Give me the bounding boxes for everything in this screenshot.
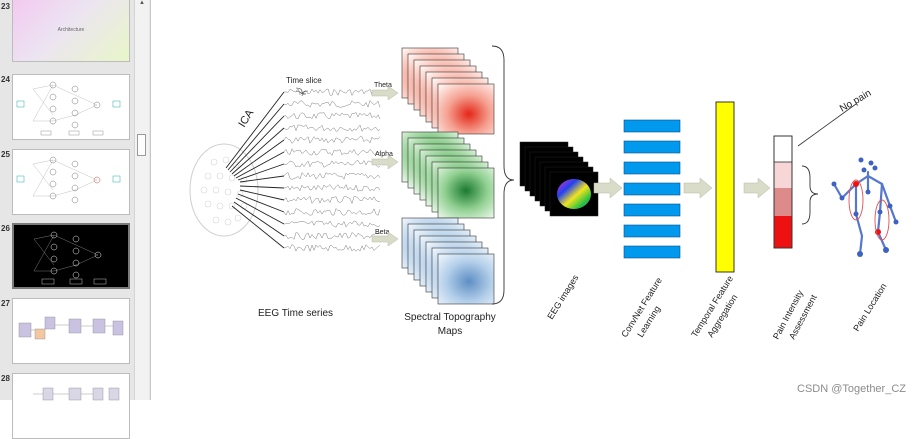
alpha-arrow-icon — [371, 154, 399, 170]
slide-canvas: ICA Time slice EEG Time series Theta Alp… — [174, 0, 916, 400]
slide-number: 23 — [1, 2, 10, 11]
intensity-brace — [801, 165, 819, 225]
slide-thumbnail[interactable] — [12, 298, 130, 364]
pain-intensity-scale — [773, 135, 793, 249]
slide-thumbnail[interactable] — [12, 373, 130, 439]
eeg-trace — [283, 172, 381, 180]
pipeline-thumbnail — [33, 387, 120, 401]
slide-number: 24 — [1, 75, 10, 84]
arrow-to-temporal-icon — [683, 177, 713, 199]
eeg-images-label: EEG images — [545, 272, 581, 321]
no-pain-pointer — [797, 103, 857, 147]
eeg-trace — [283, 220, 381, 228]
convnet-feature-bar — [623, 224, 681, 238]
eeg-images-stack — [519, 141, 599, 217]
topography-map — [437, 253, 495, 305]
eeg-trace — [283, 208, 381, 216]
time-slice-label: Time slice — [286, 76, 322, 85]
eeg-time-series-label: EEG Time series — [258, 308, 333, 319]
eeg-trace — [283, 232, 381, 240]
alpha-topography-stack — [401, 131, 495, 219]
eeg-image-blob — [557, 179, 591, 209]
pain-location-label: Pain Location — [851, 282, 888, 334]
slide-title: Architecture — [57, 27, 85, 33]
no-pain-label: No pain — [838, 88, 873, 115]
eeg-trace — [283, 112, 381, 120]
ica-label: ICA — [236, 107, 256, 129]
theta-arrow-icon — [371, 85, 399, 101]
topography-map — [437, 83, 495, 135]
eeg-trace — [283, 100, 381, 108]
maps-brace — [491, 45, 515, 305]
band-beta-label: Beta — [375, 229, 390, 236]
eeg-trace — [283, 148, 380, 156]
ica-fan-lines — [225, 91, 285, 249]
theta-topography-stack — [401, 47, 495, 135]
eeg-trace — [283, 160, 381, 168]
scroll-thumb[interactable] — [137, 134, 146, 156]
convnet-feature-bar — [623, 245, 681, 259]
convnet-feature-bar — [623, 182, 681, 196]
eeg-pain-pipeline-diagram: ICA Time slice EEG Time series Theta Alp… — [189, 45, 899, 341]
topography-map — [437, 167, 495, 219]
convnet-feature-bars — [623, 119, 681, 259]
eeg-trace — [283, 244, 381, 253]
band-theta-label: Theta — [374, 82, 392, 89]
temporal-aggregation-bar — [715, 101, 735, 273]
electrode-head-icon — [189, 143, 259, 237]
slide-number: 27 — [1, 299, 10, 308]
slide-number: 28 — [1, 374, 10, 383]
eeg-trace — [283, 196, 380, 205]
eeg-traces — [283, 88, 381, 253]
arrow-to-convnet-icon — [593, 177, 623, 199]
sidebar-scrollbar[interactable]: ▲ — [134, 0, 149, 400]
scroll-up-icon[interactable]: ▲ — [139, 0, 145, 6]
slide-number: 25 — [1, 150, 10, 159]
time-slice-brace — [295, 87, 307, 97]
slide-thumbnail-panel: 23 Architecture 24 25 — [0, 0, 151, 439]
beta-arrow-icon — [371, 231, 399, 247]
eeg-trace — [283, 136, 381, 144]
arrow-to-intensity-icon — [743, 177, 771, 199]
watermark: CSDN @Together_CZ — [797, 383, 906, 395]
pipeline-thumbnail — [18, 316, 124, 340]
body-skeleton-icon — [831, 157, 899, 257]
convnet-feature-bar — [623, 161, 681, 175]
slide-thumbnail-selected[interactable] — [12, 223, 130, 289]
time-slice-brace-top — [295, 90, 309, 95]
slide-thumbnail[interactable]: Architecture — [12, 0, 130, 62]
eeg-trace — [283, 184, 381, 192]
slide-thumbnail[interactable] — [12, 149, 130, 215]
slide-number: 26 — [1, 224, 10, 233]
spectral-maps-label-line1: Spectral Topography — [404, 312, 496, 323]
eeg-trace — [283, 88, 381, 96]
eeg-trace — [283, 124, 381, 132]
network-thumbnail — [16, 156, 121, 204]
convnet-feature-bar — [623, 119, 681, 133]
slide-thumbnail[interactable] — [12, 74, 130, 140]
beta-topography-stack — [401, 217, 495, 305]
spectral-maps-label-line2: Maps — [438, 326, 462, 337]
band-alpha-label: Alpha — [375, 151, 393, 158]
network-thumbnail — [16, 81, 121, 136]
network-thumbnail — [33, 231, 107, 285]
convnet-feature-bar — [623, 203, 681, 217]
convnet-feature-bar — [623, 140, 681, 154]
